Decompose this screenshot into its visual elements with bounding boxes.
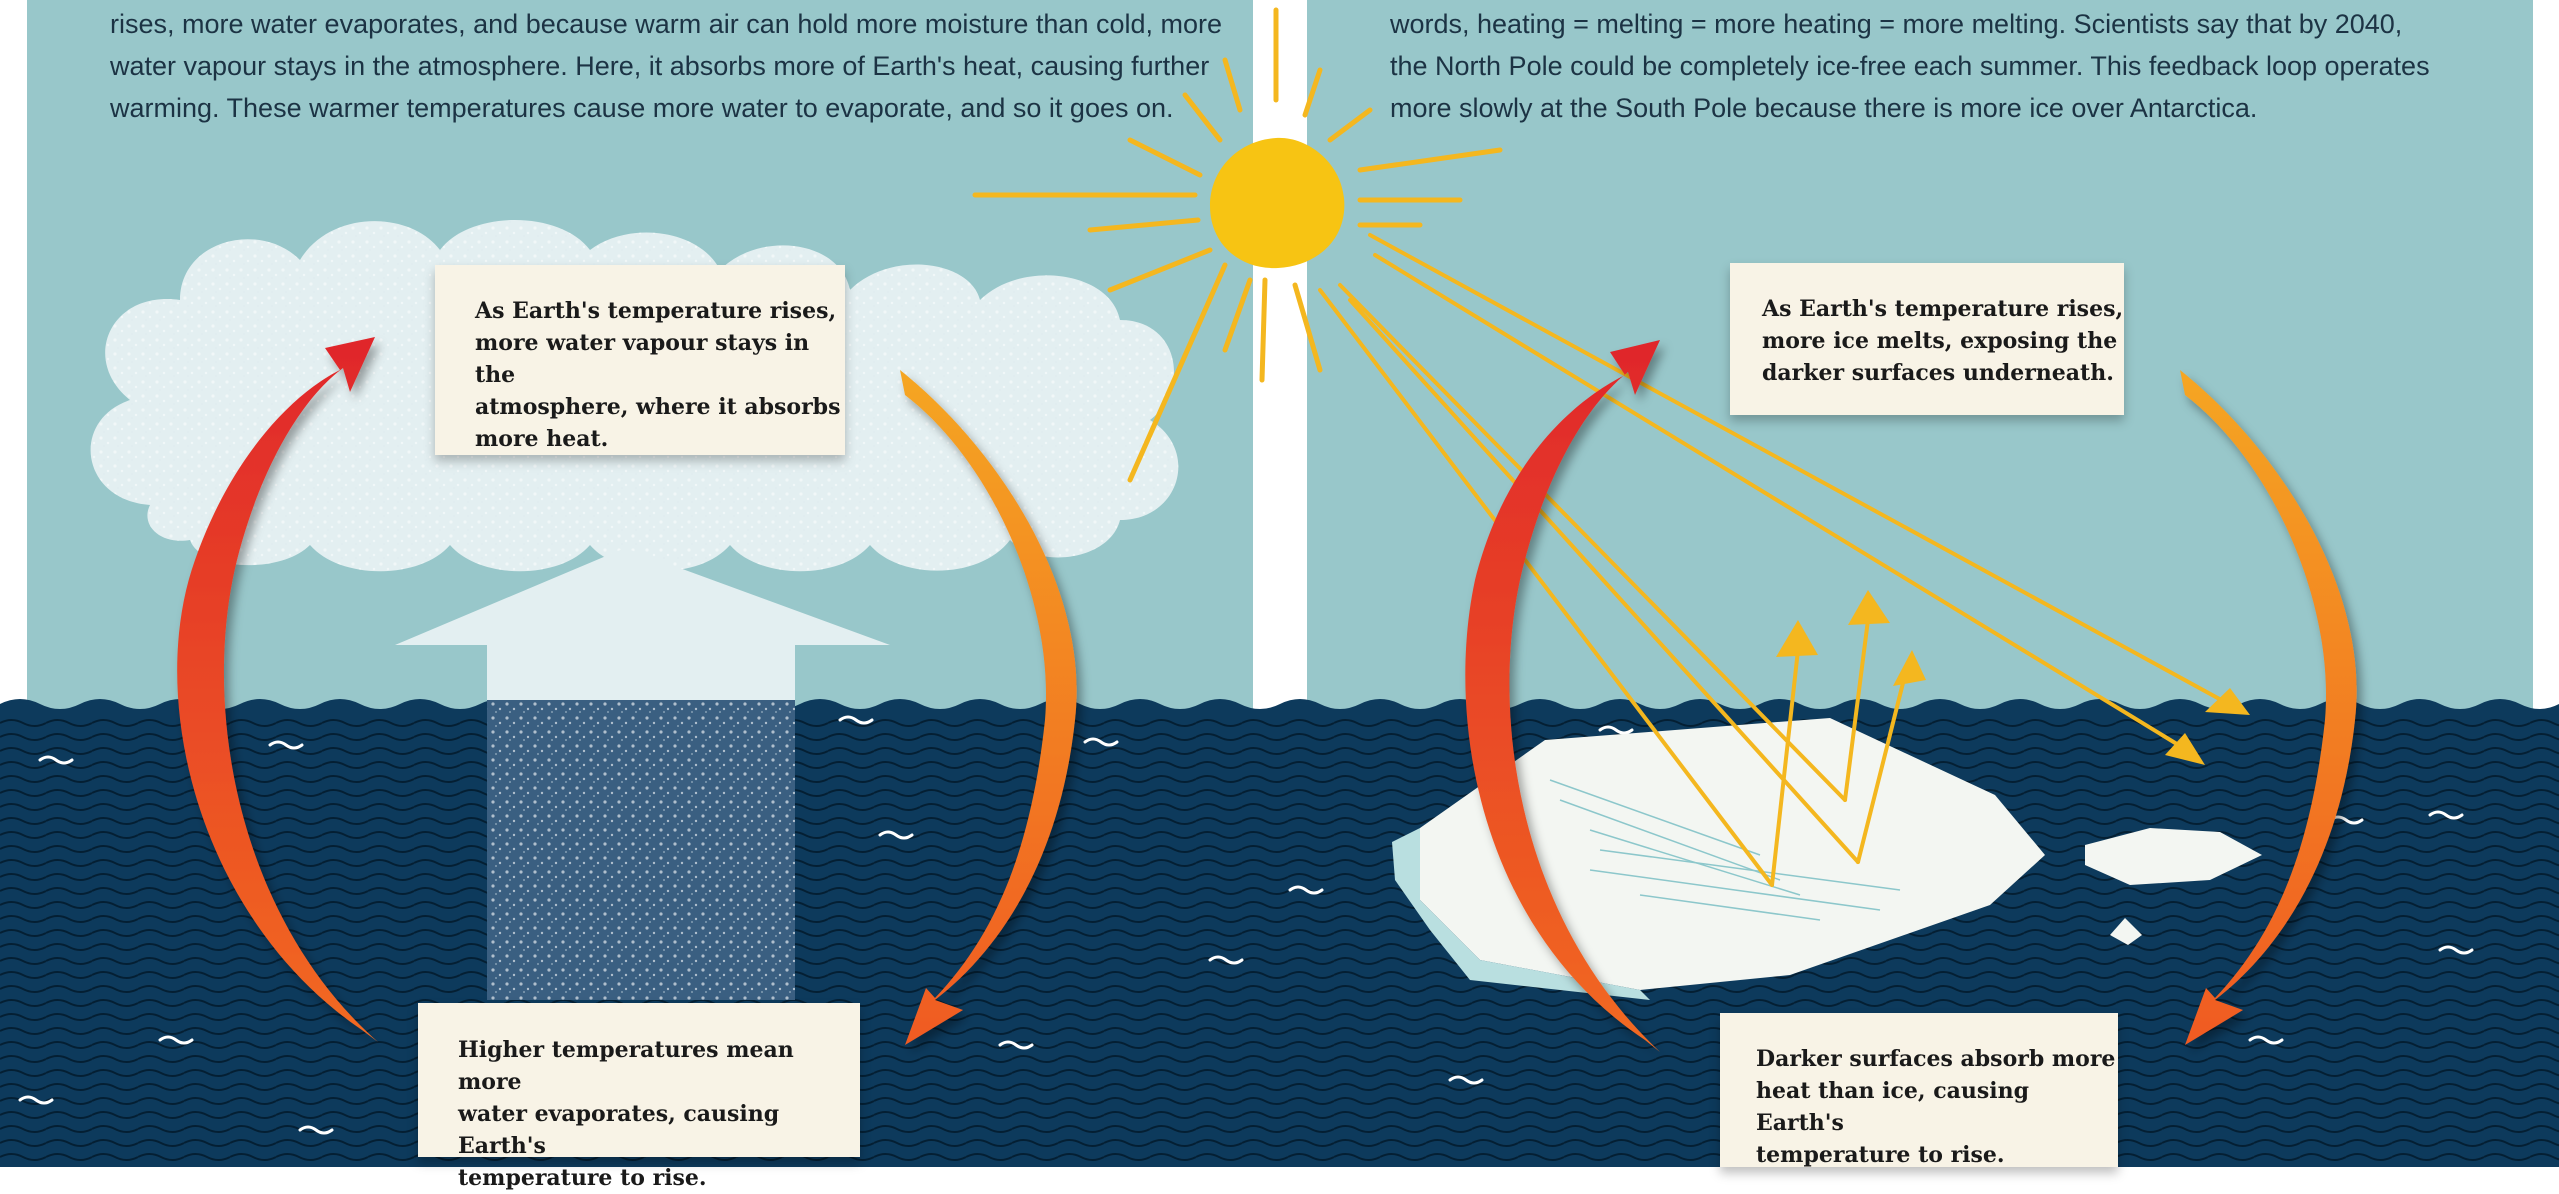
callout-ice-melt-line-2: more ice melts, exposing the [1762,328,2118,354]
callout-evaporation: Higher temperatures mean more water evap… [418,1003,860,1191]
intro-right-line-2: the North Pole could be completely ice-f… [1390,51,2430,81]
iceberg [1392,718,2262,1000]
callout-ice-melt-line-1: As Earth's temperature rises, [1762,296,2124,322]
callout-dark-surfaces-line-3: temperature to rise. [1756,1142,2005,1168]
callout-dark-surfaces-line-1: Darker surfaces absorb more [1756,1046,2116,1072]
intro-paragraph-left: rises, more water evaporates, and becaus… [110,3,1222,129]
callout-ice-melt-line-3: darker surfaces underneath. [1762,360,2114,386]
callout-evaporation-line-2: water evaporates, causing Earth's [458,1101,780,1159]
light-arrowheads [1776,590,2250,765]
intro-left-line-3: warming. These warmer temperatures cause… [110,93,1174,123]
sun-rays [972,7,1503,483]
callout-ice-melt: As Earth's temperature rises, more ice m… [1730,263,2124,415]
loop-arrow-left-up [177,337,378,1042]
sun [1210,137,1345,269]
callout-water-vapour-line-1: As Earth's temperature rises, [475,298,837,324]
sea-wave-texture [0,714,2559,1167]
callout-evaporation-line-1: Higher temperatures mean more [458,1037,794,1095]
intro-left-line-1: rises, more water evaporates, and becaus… [110,9,1223,39]
light-rays [1318,233,2227,887]
evaporation-column-sparkle [487,700,795,1000]
callout-water-vapour-line-3: atmosphere, where it absorbs [475,394,841,420]
intro-left-line-2: water vapour stays in the atmosphere. He… [110,51,1210,81]
intro-paragraph-right: words, heating = melting = more heating … [1390,3,2430,129]
intro-right-line-1: words, heating = melting = more heating … [1390,9,2403,39]
illustration [0,0,2559,1167]
callout-water-vapour-line-4: more heat. [475,426,609,452]
callout-dark-surfaces-line-2: heat than ice, causing Earth's [1756,1078,2029,1136]
evaporation-arrow [395,548,890,700]
intro-right-line-3: more slowly at the South Pole because th… [1390,93,2258,123]
loop-arrow-left-down [900,370,1077,1045]
callout-dark-surfaces: Darker surfaces absorb more heat than ic… [1720,1013,2118,1168]
loop-arrow-right-up [1465,340,1660,1052]
wave-highlights [18,715,2474,1135]
loop-arrow-right-down [2180,370,2357,1045]
callout-water-vapour-line-2: more water vapour stays in the [475,330,810,388]
callout-water-vapour: As Earth's temperature rises, more water… [435,265,845,455]
